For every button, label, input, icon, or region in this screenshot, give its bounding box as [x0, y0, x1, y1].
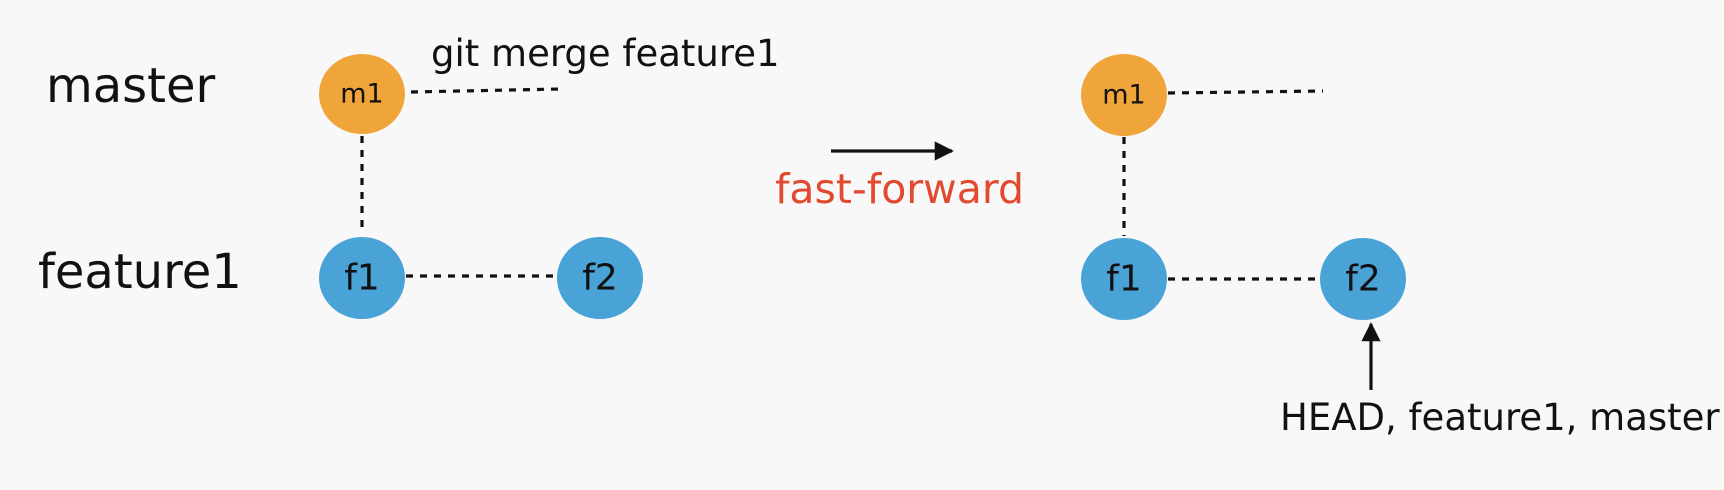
after-commit-f1: f1: [1081, 238, 1167, 320]
before-graph: git merge feature1 m1 f1 f2: [319, 32, 780, 319]
before-commit-m1-label: m1: [340, 79, 383, 110]
before-commit-f2: f2: [557, 237, 643, 319]
feature1-branch-label: feature1: [38, 244, 242, 300]
before-commit-m1: m1: [319, 54, 405, 134]
after-commit-m1-label: m1: [1102, 80, 1145, 111]
before-commit-f1: f1: [319, 237, 405, 319]
before-master-tip-edge: [410, 87, 561, 94]
before-commit-f2-label: f2: [582, 258, 618, 299]
merge-command-text: git merge feature1: [431, 32, 780, 75]
after-graph: m1 f1 f2 HEAD, feature1, master: [1081, 54, 1720, 439]
after-commit-f1-label: f1: [1106, 259, 1142, 300]
before-commit-f1-label: f1: [344, 258, 380, 299]
operation-indicator: fast-forward: [775, 141, 1024, 213]
fast-forward-label: fast-forward: [775, 165, 1024, 213]
after-master-tip-edge: [1167, 89, 1324, 95]
after-commit-f2-label: f2: [1345, 259, 1381, 300]
master-branch-label: master: [46, 58, 216, 114]
after-commit-f2: f2: [1320, 238, 1406, 320]
after-commit-m1: m1: [1081, 54, 1167, 136]
head-pointer-label: HEAD, feature1, master: [1280, 396, 1720, 439]
